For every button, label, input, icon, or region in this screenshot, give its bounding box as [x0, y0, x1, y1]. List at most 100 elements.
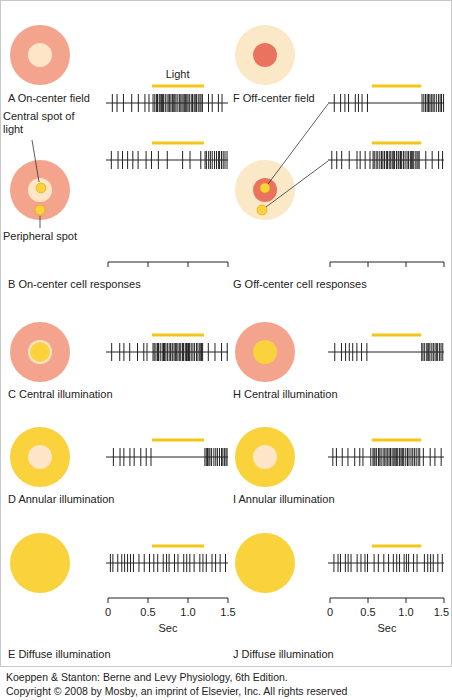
- spike: [184, 94, 185, 112]
- spike: [435, 343, 436, 361]
- spike: [197, 343, 198, 361]
- spike: [160, 343, 161, 361]
- spike: [185, 343, 186, 361]
- spike: [158, 151, 159, 169]
- spike: [149, 554, 150, 572]
- spike: [347, 448, 348, 466]
- spike: [405, 151, 406, 169]
- spike: [431, 343, 432, 361]
- spike: [341, 343, 342, 361]
- spike: [154, 94, 155, 112]
- spike: [359, 448, 360, 466]
- spike: [381, 448, 382, 466]
- spike: [189, 94, 190, 112]
- light-spot: [257, 205, 267, 215]
- spike: [425, 151, 426, 169]
- spike: [117, 554, 118, 572]
- spike: [396, 448, 397, 466]
- spike: [426, 343, 427, 361]
- spike: [436, 343, 437, 361]
- spike: [374, 554, 375, 572]
- spike: [413, 151, 414, 169]
- axis-label: 0: [327, 606, 333, 619]
- spike: [183, 343, 184, 361]
- spike: [423, 94, 424, 112]
- copyright-note: Copyright © 2008 by Mosby, an imprint of…: [6, 685, 347, 698]
- spike: [206, 554, 207, 572]
- spike: [134, 448, 135, 466]
- spike: [110, 554, 111, 572]
- spike: [177, 94, 178, 112]
- panel-label: J Diffuse illumination: [233, 648, 334, 661]
- spike: [357, 151, 358, 169]
- spike: [167, 94, 168, 112]
- panel-label: Peripheral spot: [3, 230, 77, 243]
- spike: [395, 448, 396, 466]
- spike: [411, 151, 412, 169]
- spike: [183, 94, 184, 112]
- spike: [437, 554, 438, 572]
- spike: [186, 343, 187, 361]
- spike: [398, 151, 399, 169]
- spike: [117, 94, 118, 112]
- spike: [334, 94, 335, 112]
- spike: [164, 343, 165, 361]
- spike: [423, 448, 424, 466]
- spike: [129, 343, 130, 361]
- receptive-field: [235, 25, 295, 85]
- spike: [180, 343, 181, 361]
- spike: [214, 151, 215, 169]
- diffuse-light: [10, 533, 70, 593]
- spike: [123, 94, 124, 112]
- spike: [185, 94, 186, 112]
- spike: [367, 554, 368, 572]
- spike: [334, 343, 335, 361]
- spike: [379, 151, 380, 169]
- spike: [210, 151, 211, 169]
- spike: [362, 448, 363, 466]
- spike-trains: [106, 86, 444, 603]
- axis-label: 1.5: [220, 606, 235, 619]
- spike: [172, 94, 173, 112]
- spike: [138, 554, 139, 572]
- axis-tick: [406, 262, 407, 267]
- spike: [342, 448, 343, 466]
- axis-tick: [148, 598, 149, 603]
- spike: [213, 448, 214, 466]
- spike: [148, 94, 149, 112]
- light-spot: [253, 340, 277, 364]
- spike: [224, 448, 225, 466]
- axis-label: Sec: [159, 622, 178, 635]
- spike: [188, 343, 189, 361]
- spike: [410, 151, 411, 169]
- spike: [176, 94, 177, 112]
- spike: [208, 343, 209, 361]
- spike: [162, 94, 163, 112]
- spike: [427, 94, 428, 112]
- spike: [208, 94, 209, 112]
- spike: [133, 554, 134, 572]
- spike: [201, 343, 202, 361]
- spike: [373, 151, 374, 169]
- spike: [157, 94, 158, 112]
- spike: [356, 343, 357, 361]
- spike: [428, 343, 429, 361]
- spike: [144, 554, 145, 572]
- spike: [199, 94, 200, 112]
- spike: [430, 554, 431, 572]
- spike: [191, 94, 192, 112]
- spike: [349, 343, 350, 361]
- axis-label: 0.5: [140, 606, 155, 619]
- spike: [179, 343, 180, 361]
- spike: [383, 554, 384, 572]
- spike: [169, 94, 170, 112]
- spike: [429, 343, 430, 361]
- spike: [153, 94, 154, 112]
- light-bar: [372, 85, 421, 88]
- field-center: [28, 43, 52, 67]
- spike: [169, 343, 170, 361]
- spike: [140, 448, 141, 466]
- spike: [376, 151, 377, 169]
- diffuse-light: [235, 533, 295, 593]
- spike: [170, 94, 171, 112]
